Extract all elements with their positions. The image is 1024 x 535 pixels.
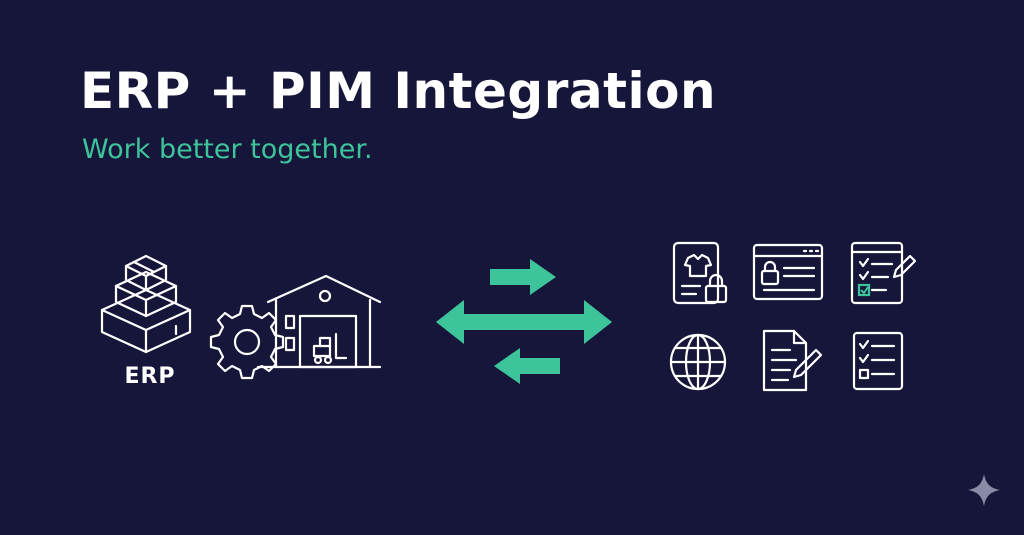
globe-icon (669, 333, 727, 391)
checked-box-icon (857, 283, 871, 297)
warehouse-forklift-icon (256, 274, 382, 369)
check-mark-icon (860, 286, 869, 295)
arrow-left-icon (494, 348, 560, 384)
double-arrow-icon (436, 300, 612, 344)
browser-lock-icon (752, 243, 824, 301)
arrow-right-icon (490, 259, 556, 295)
mobile-product-lock-icon (672, 241, 728, 305)
gear-icon (209, 304, 285, 380)
checklist-icon (852, 331, 904, 391)
erp-label: ERP (124, 364, 176, 389)
page-title: ERP + PIM Integration (80, 62, 717, 120)
checklist-edit-icon (850, 241, 917, 305)
page-subtitle: Work better together. (82, 134, 373, 165)
document-edit-icon (762, 329, 823, 392)
sparkle-icon (968, 474, 1000, 506)
stacked-boxes-icon (100, 254, 192, 354)
